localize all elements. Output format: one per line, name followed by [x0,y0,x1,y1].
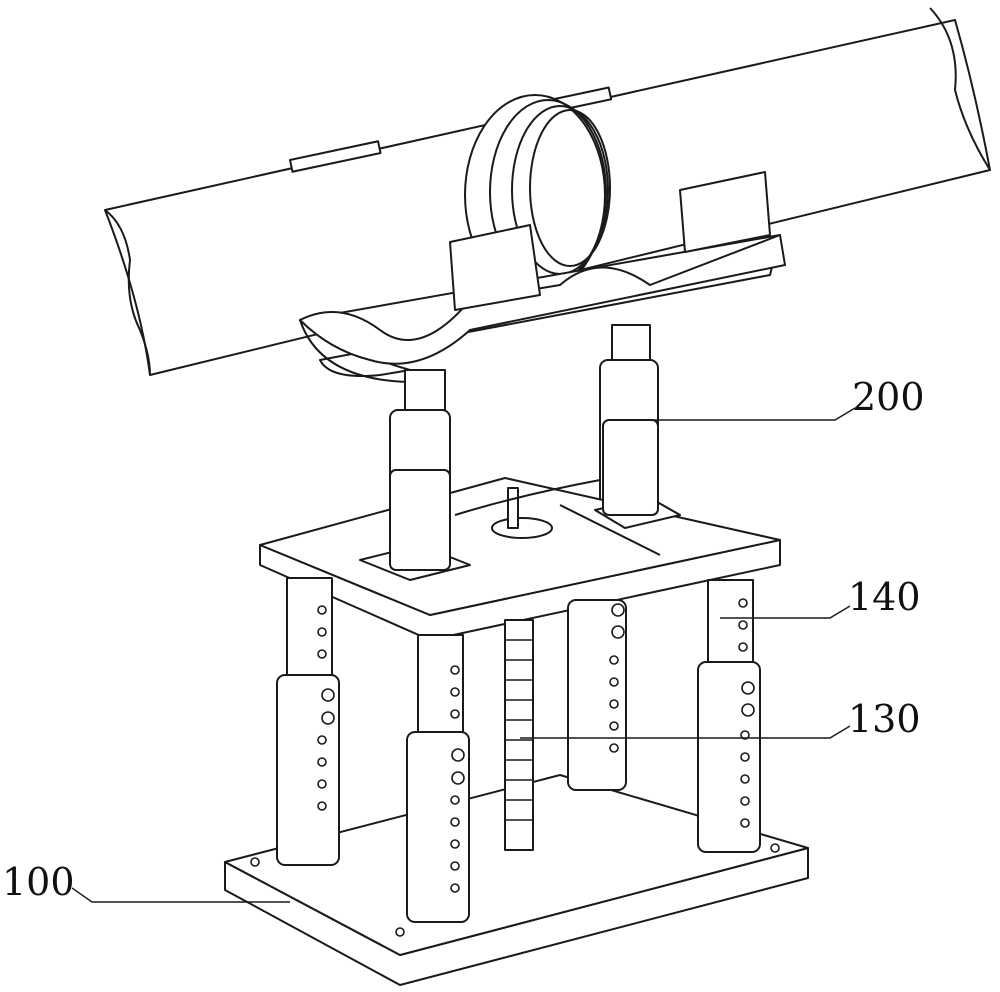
label-140: 140 [848,578,921,616]
label-100: 100 [2,863,75,901]
screw-rod [505,620,533,850]
label-200: 200 [852,378,925,416]
support-plate [260,420,780,640]
label-130: 130 [848,700,921,738]
